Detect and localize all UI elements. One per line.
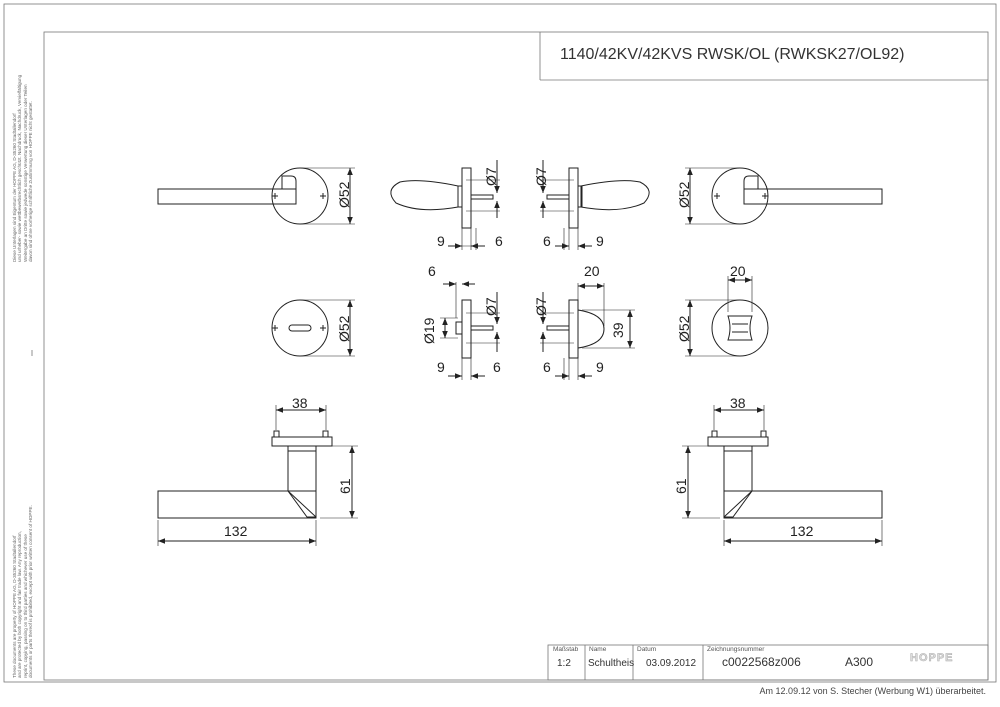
dim-20-1: 20 bbox=[584, 263, 600, 279]
dim-6-3: 6 bbox=[428, 263, 436, 279]
tb-scale-value: 1:2 bbox=[557, 658, 571, 669]
wc-side-right bbox=[540, 283, 635, 380]
dim-39: 39 bbox=[610, 322, 626, 338]
dim-rose-4: Ø52 bbox=[676, 315, 692, 342]
dim-61-2: 61 bbox=[673, 478, 689, 494]
tb-drawing-number-header: Zeichnungsnummer bbox=[707, 646, 765, 653]
dim-rose-2: Ø52 bbox=[676, 181, 692, 208]
drawing-title: 1140/42KV/42KVS RWSK/OL (RWKSK27/OL92) bbox=[560, 46, 905, 63]
tb-name-header: Name bbox=[589, 646, 607, 653]
wc-rose-slot bbox=[271, 299, 355, 357]
lever-side-right bbox=[540, 160, 650, 250]
dim-9-4: 9 bbox=[596, 359, 604, 375]
side-note-german: Diese Unterlagen sind Eigentum der HOPPE… bbox=[12, 75, 34, 262]
side-note-line: documents or parts thereof is prohibited… bbox=[28, 505, 34, 678]
dim-pin-2: Ø7 bbox=[533, 167, 549, 186]
dim-knob: Ø19 bbox=[421, 317, 437, 344]
tb-scale-header: Maßstab bbox=[553, 646, 579, 653]
dim-9-1: 9 bbox=[437, 233, 445, 249]
tb-date-header: Datum bbox=[637, 646, 657, 653]
hoppe-logo: HOPPE bbox=[910, 652, 954, 665]
side-note-line: davon sind ohne vorherige schriftliche Z… bbox=[28, 101, 34, 262]
revision-note: Am 12.09.12 von S. Stecher (Werbung W1) … bbox=[759, 686, 986, 696]
dim-9-2: 9 bbox=[596, 233, 604, 249]
dim-132-1: 132 bbox=[224, 523, 248, 539]
lever-top-right bbox=[682, 405, 883, 546]
side-note-english: These documents are property of HOPPE AG… bbox=[12, 505, 34, 678]
dim-pin-3: Ø7 bbox=[483, 297, 499, 316]
dim-pin-4: Ø7 bbox=[533, 297, 549, 316]
dim-6-5: 6 bbox=[543, 359, 551, 375]
dim-61-1: 61 bbox=[337, 478, 353, 494]
tb-name-value: Schultheis bbox=[588, 658, 635, 669]
dim-38-1: 38 bbox=[292, 395, 308, 411]
wc-side-left bbox=[440, 281, 500, 380]
dim-6-2: 6 bbox=[543, 233, 551, 249]
lever-side-left bbox=[390, 160, 500, 250]
dim-6-1: 6 bbox=[495, 233, 503, 249]
dim-rose-1: Ø52 bbox=[336, 181, 352, 208]
dim-rose-3: Ø52 bbox=[336, 315, 352, 342]
dim-pin-1: Ø7 bbox=[483, 167, 499, 186]
dim-6-4: 6 bbox=[493, 359, 501, 375]
lever-front-right bbox=[685, 167, 883, 225]
tb-date-value: 03.09.2012 bbox=[646, 658, 697, 669]
dim-132-2: 132 bbox=[790, 523, 814, 539]
dim-20-2: 20 bbox=[730, 263, 746, 279]
dim-9-3: 9 bbox=[437, 359, 445, 375]
tb-format-value: A300 bbox=[845, 655, 874, 669]
lever-front-left bbox=[157, 167, 355, 225]
tb-drawing-number-value: c0022568z006 bbox=[722, 655, 801, 669]
wc-rose-knob bbox=[685, 276, 769, 357]
lever-top-left bbox=[157, 405, 358, 546]
dim-38-2: 38 bbox=[730, 395, 746, 411]
